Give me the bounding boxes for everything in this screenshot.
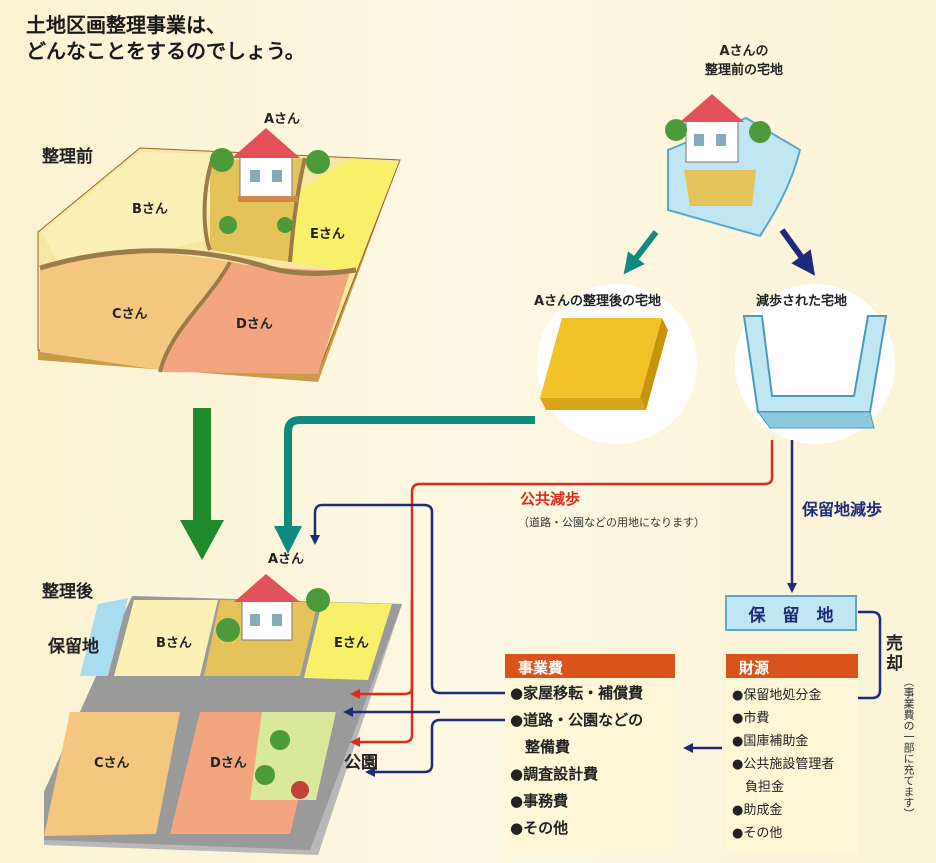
before-land-plot — [37, 147, 401, 382]
a-land-before-label: Aさんの 整理前の宅地 — [704, 44, 783, 78]
after-land-label: Aさんの整理後の宅地 — [534, 294, 662, 309]
reserve-land-label: 保留地 — [48, 637, 99, 657]
reserve-reduction-label: 保留地減歩 — [802, 500, 883, 519]
project-cost-item: ●事務費 — [510, 792, 569, 810]
owner-e-after: Eさん — [334, 636, 369, 651]
funding-item: ●市費 — [732, 711, 770, 726]
owner-a-before: Aさん — [264, 112, 301, 127]
project-cost-item: ●その他 — [510, 819, 569, 837]
before-label: 整理前 — [42, 147, 93, 167]
funding-panel — [726, 654, 858, 854]
reduced-land-label: 減歩された宅地 — [756, 294, 848, 309]
owner-c-before: Cさん — [112, 307, 148, 322]
after-label: 整理後 — [42, 582, 93, 602]
project-cost-heading: 事業費 — [518, 659, 564, 677]
owner-a-after: Aさん — [268, 552, 305, 567]
owner-d-after: Dさん — [210, 756, 247, 771]
funding-item: 負担金 — [732, 780, 785, 795]
funding-item: ●公共施設管理者 — [732, 757, 835, 772]
funding-item: ●その他 — [732, 826, 783, 841]
project-cost-item: ●家屋移転・補償費 — [510, 684, 644, 702]
after-land-block-icon — [540, 318, 668, 410]
funding-list: ●保留地処分金 ●市費 ●国庫補助金 ●公共施設管理者 負担金 ●助成金 ●その… — [732, 684, 834, 845]
owner-b-before: Bさん — [132, 202, 168, 217]
a-land-before-icon — [665, 94, 802, 238]
public-reduction-label: 公共減歩 — [520, 490, 581, 508]
owner-e-before: Eさん — [310, 227, 345, 242]
project-cost-item: ●道路・公園などの — [510, 711, 644, 729]
public-reduction-note: （道路・公園などの用地になります） — [518, 516, 705, 529]
house-after-icon — [216, 574, 330, 799]
project-cost-item: 整備費 — [510, 738, 571, 756]
page-title: 土地区画整理事業は、 どんなことをするのでしょう。 — [26, 13, 305, 63]
reserve-box — [725, 595, 857, 631]
project-cost-item: ●調査設計費 — [510, 765, 599, 783]
owner-c-after: Cさん — [94, 756, 130, 771]
owner-b-after: Bさん — [156, 636, 192, 651]
reserve-box-label: 保 留 地 — [748, 606, 834, 626]
funding-item: ●保留地処分金 — [732, 688, 822, 703]
sale-label: 売却 — [886, 634, 903, 674]
green-down-arrow — [180, 408, 224, 560]
funding-heading: 財源 — [739, 659, 770, 677]
funding-item: ●国庫補助金 — [732, 734, 809, 749]
project-cost-list: ●家屋移転・補償費 ●道路・公園などの 整備費 ●調査設計費 ●事務費 ●その他 — [510, 680, 643, 842]
reduced-land-shape-icon — [742, 315, 888, 429]
sale-note: （事業費の一部に充てます） — [902, 676, 915, 819]
project-cost-panel — [505, 654, 675, 854]
owner-d-before: Dさん — [236, 317, 273, 332]
park-label: 公園 — [344, 753, 378, 773]
house-before-icon — [210, 128, 330, 234]
funding-item: ●助成金 — [732, 803, 783, 818]
